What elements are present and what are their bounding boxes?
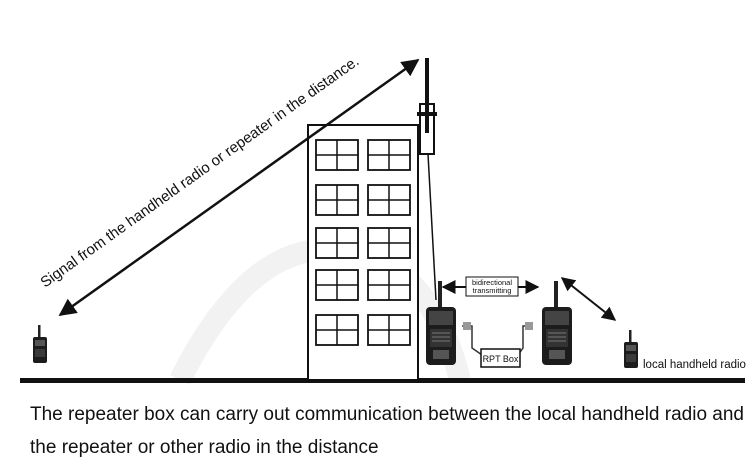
local-radio-label: local handheld radio [643, 359, 746, 371]
local-link-arrow [560, 277, 617, 321]
building-window [367, 227, 411, 259]
rpt-box [480, 348, 521, 368]
repeater-radio-right [541, 280, 573, 366]
connector-left [463, 322, 471, 330]
connector-right [525, 322, 533, 330]
building [307, 124, 419, 381]
bidirectional-label-line2: transmitting [473, 286, 512, 295]
building-window [315, 184, 359, 216]
rpt-box-label: RPT Box [483, 354, 519, 364]
rooftop-antenna [417, 58, 437, 301]
building-window [367, 184, 411, 216]
building-window [315, 314, 359, 346]
building-window [367, 139, 411, 171]
local-radio [624, 330, 638, 368]
distant-radio [33, 325, 47, 363]
building-window [315, 227, 359, 259]
building-window [315, 139, 359, 171]
signal-arrow [58, 58, 420, 317]
bidirectional-label-box [465, 276, 519, 297]
building-window [367, 314, 411, 346]
bidirectional-label-line1: bidirectional [472, 278, 512, 287]
cable-left [462, 325, 483, 356]
building-window [315, 269, 359, 301]
caption: The repeater box can carry out communica… [30, 404, 744, 458]
building-window [367, 269, 411, 301]
